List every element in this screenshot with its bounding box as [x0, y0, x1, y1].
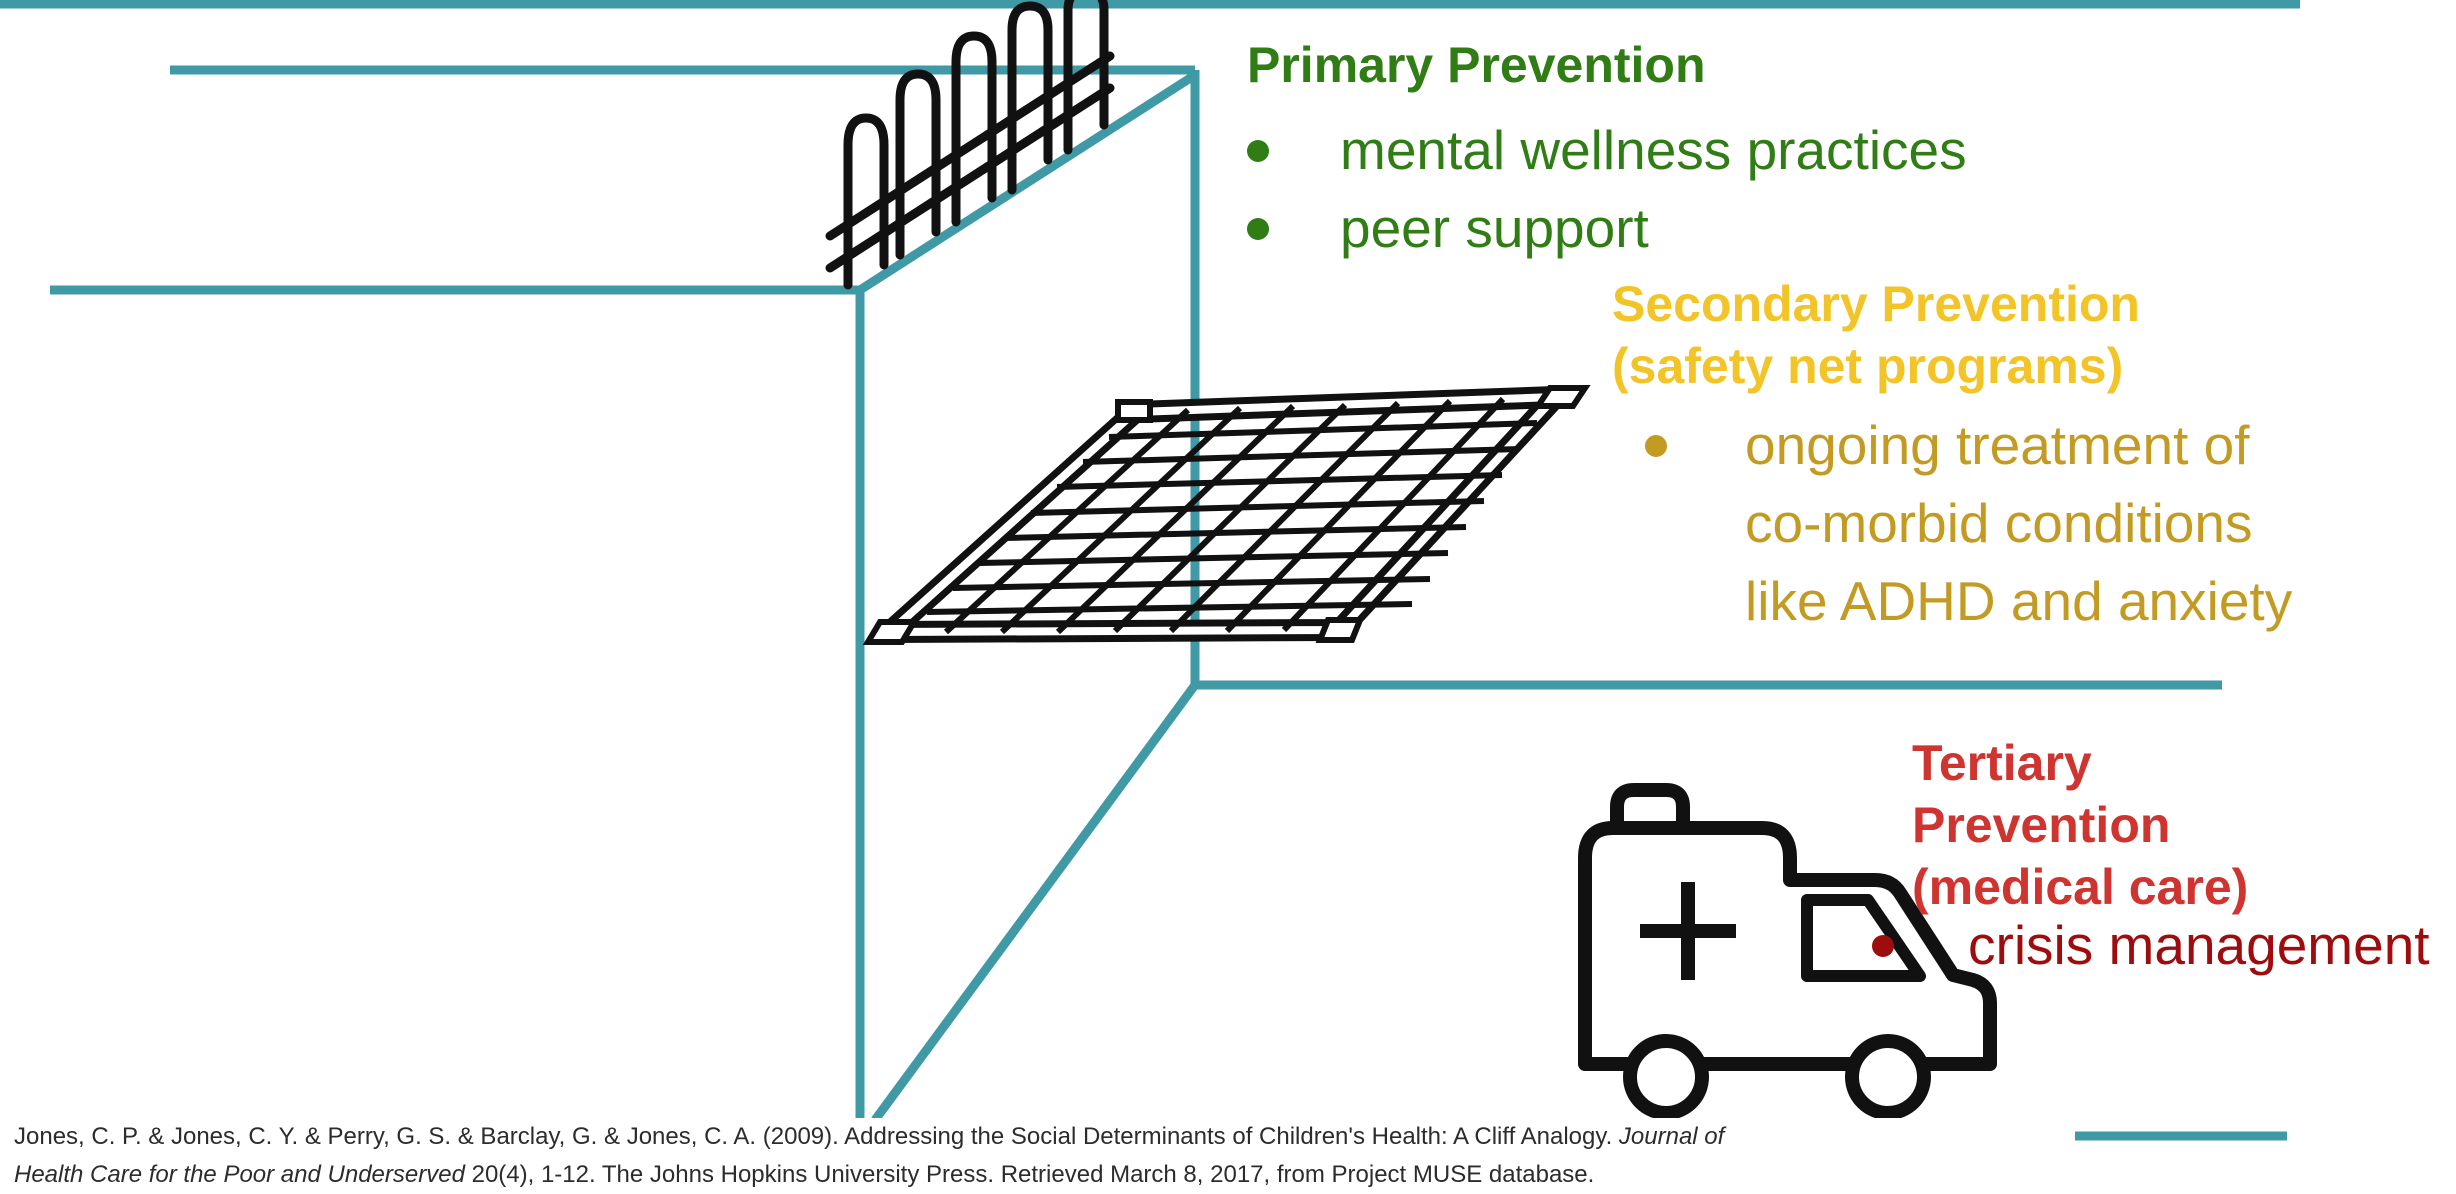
citation-text-2: 20(4), 1-12. The Johns Hopkins Universit… [464, 1161, 1595, 1188]
ambulance-icon [1578, 783, 1997, 1120]
secondary-prevention-heading-line2: (safety net programs) [1612, 338, 2124, 394]
tertiary-item-bullet [1872, 935, 1894, 957]
secondary-prevention-heading-line1: Secondary Prevention [1612, 276, 2140, 332]
primary-item-1: mental wellness practices [1340, 119, 1967, 181]
tertiary-item-1: crisis management [1968, 914, 2430, 976]
secondary-item-line1: ongoing treatment of [1745, 414, 2250, 476]
tertiary-prevention-heading-line3: (medical care) [1912, 859, 2249, 915]
primary-item-2: peer support [1340, 197, 1649, 259]
tertiary-prevention-heading-line2: Prevention [1912, 797, 2171, 853]
secondary-item-line3: like ADHD and anxiety [1745, 570, 2293, 632]
primary-item-bullet-1 [1247, 140, 1269, 162]
secondary-item-bullet [1645, 435, 1667, 457]
citation-journal-2: Health Care for the Poor and Underserved [14, 1161, 465, 1188]
citation-text-1: Jones, C. P. & Jones, C. Y. & Perry, G. … [14, 1123, 1619, 1150]
safety-net-icon [862, 385, 1591, 645]
fence-icon [825, 0, 1115, 290]
primary-item-bullet-2 [1247, 218, 1269, 240]
tertiary-prevention-heading-line1: Tertiary [1912, 735, 2092, 791]
cliff-lines [0, 0, 2300, 1141]
citation-journal-1: Journal of [1618, 1123, 1725, 1150]
secondary-item-line2: co-morbid conditions [1745, 492, 2253, 554]
citation: Jones, C. P. & Jones, C. Y. & Perry, G. … [14, 1118, 2074, 1194]
primary-prevention-heading: Primary Prevention [1247, 37, 1706, 93]
